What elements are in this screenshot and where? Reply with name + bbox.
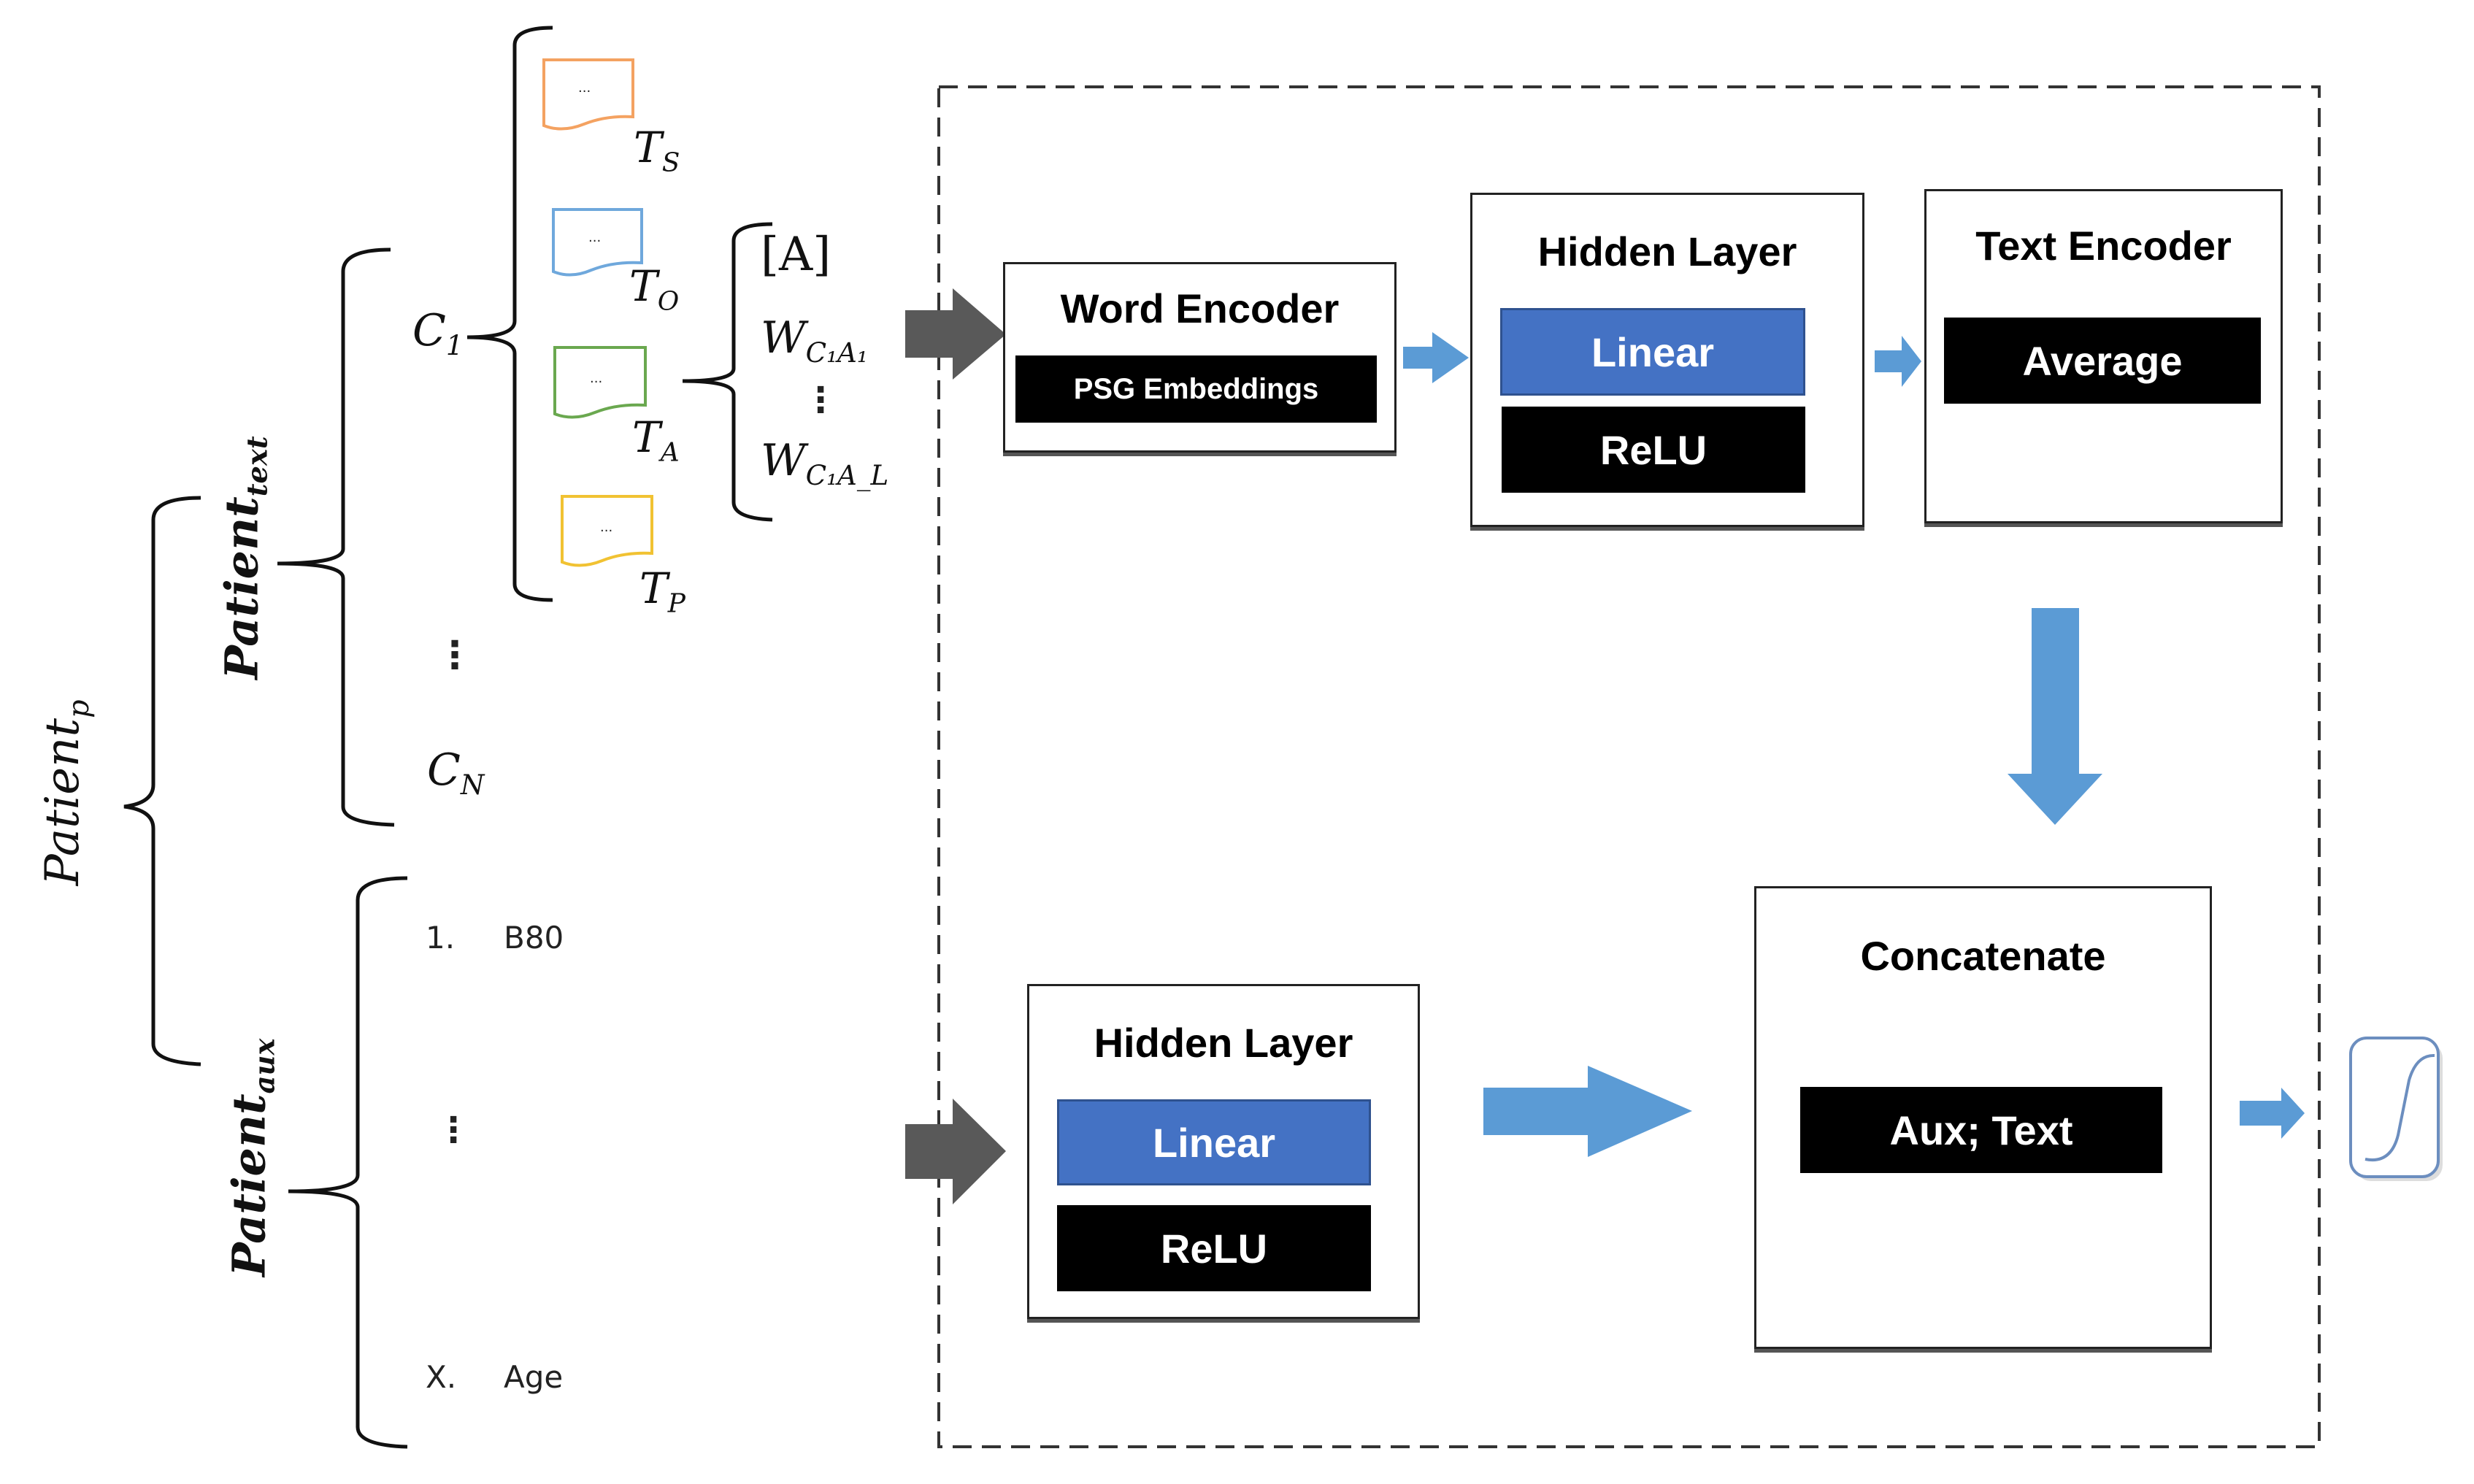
token-w1-sub: C₁A₁	[805, 337, 868, 369]
aux-text-label: Aux; Text	[1889, 1107, 2073, 1153]
token-wl-sub: C₁A_L	[805, 459, 889, 491]
token-brace	[682, 222, 773, 522]
patient-aux-label: Patientaux	[222, 1037, 281, 1278]
document-content-ts: ...	[578, 80, 591, 96]
hidden-layer-text-box: Hidden Layer Linear ReLU	[1470, 193, 1864, 527]
token-first: [A]	[761, 228, 831, 282]
patient-aux-sub: aux	[248, 1038, 282, 1094]
arrow-word-to-hidden	[1403, 332, 1469, 383]
arrow-concat-to-output	[2240, 1088, 2305, 1139]
word-encoder-title: Word Encoder	[1060, 285, 1340, 331]
text-encoder-box: Text Encoder Average	[1924, 189, 2283, 523]
document-label-tp: TP	[639, 564, 685, 619]
concept-first-label: C1	[412, 305, 464, 361]
document-icon-ta	[553, 346, 647, 419]
concept-last-sub: N	[460, 769, 485, 801]
hidden-layer-aux-box: Hidden Layer Linear ReLU	[1027, 984, 1420, 1319]
aux-item-index: 1.	[426, 920, 456, 956]
patient-aux-base: Patient	[222, 1093, 276, 1277]
concept-first-base: C	[412, 305, 446, 356]
concatenate-box: Concatenate Aux; Text	[1754, 886, 2212, 1349]
token-w1-base: W	[761, 312, 806, 364]
arrow-hidden-to-text-encoder	[1875, 336, 1921, 387]
patient-root-base: Patient	[36, 718, 91, 886]
document-label-to-base: T	[629, 261, 658, 311]
psg-embeddings-label: PSG Embeddings	[1073, 372, 1319, 405]
aux-text-block: Aux; Text	[1800, 1087, 2162, 1173]
patient-root-brace	[123, 496, 201, 1066]
document-label-ta: TA	[632, 412, 680, 468]
linear-label-text: Linear	[1591, 328, 1715, 375]
arrow-text-encoder-to-concat	[2008, 608, 2102, 825]
patient-text-base: Patient	[215, 496, 269, 680]
model-dashed-frame	[937, 85, 2321, 1448]
average-label: Average	[2022, 337, 2183, 384]
word-encoder-box: Word Encoder PSG Embeddings	[1003, 262, 1397, 453]
concept-first-sub: 1	[445, 329, 464, 361]
token-w1: WC₁A₁	[761, 312, 868, 369]
concept-brace	[466, 26, 553, 602]
aux-item-ellipsis: ⋮	[436, 1110, 471, 1150]
linear-label-aux: Linear	[1152, 1119, 1276, 1166]
document-label-tp-base: T	[639, 564, 668, 613]
text-encoder-title: Text Encoder	[1975, 223, 2232, 269]
patient-root-sub: p	[61, 699, 96, 718]
document-icon-ts	[542, 58, 634, 131]
hidden-layer-aux-title: Hidden Layer	[1094, 1020, 1353, 1066]
concept-last-base: C	[427, 745, 461, 796]
patient-text-sub: text	[241, 436, 274, 497]
hidden-layer-text-title: Hidden Layer	[1537, 228, 1797, 274]
document-label-tp-sub: P	[667, 588, 685, 619]
token-wl-base: W	[761, 435, 806, 486]
patient-text-brace	[277, 247, 395, 827]
patient-root-label: Patientp	[36, 698, 96, 888]
document-content-ta: ...	[590, 371, 603, 386]
aux-item-index: X.	[426, 1359, 457, 1395]
patient-text-label: Patienttext	[215, 436, 274, 680]
document-content-to: ...	[588, 230, 602, 245]
document-label-to: TO	[629, 261, 679, 317]
text-input-arrow	[905, 288, 1006, 380]
document-label-ts-sub: S	[661, 147, 680, 178]
document-icon-tp	[561, 495, 653, 567]
concatenate-title: Concatenate	[1860, 933, 2106, 979]
relu-block-aux: ReLU	[1057, 1205, 1371, 1291]
patient-aux-brace	[288, 876, 408, 1449]
linear-block-aux: Linear	[1057, 1099, 1371, 1185]
relu-label-aux: ReLU	[1160, 1225, 1268, 1272]
document-label-ts: TS	[634, 123, 680, 178]
token-ellipsis: ⋮	[803, 380, 838, 420]
arrow-aux-hidden-to-concat	[1483, 1066, 1692, 1157]
concept-ellipsis: ⋮	[436, 634, 474, 677]
document-icon-to	[552, 208, 643, 277]
sigmoid-icon	[2349, 1037, 2443, 1181]
token-wl: WC₁A_L	[761, 435, 888, 491]
document-label-ta-base: T	[632, 412, 661, 462]
relu-block-text: ReLU	[1502, 407, 1805, 493]
concept-last-label: CN	[427, 745, 484, 801]
document-label-to-sub: O	[657, 286, 680, 317]
aux-item-name: B80	[504, 920, 564, 956]
document-content-tp: ...	[600, 520, 613, 535]
aux-input-arrow	[905, 1099, 1006, 1204]
psg-embeddings-block: PSG Embeddings	[1015, 355, 1377, 423]
document-label-ta-sub: A	[660, 437, 680, 468]
document-label-ts-base: T	[634, 123, 662, 172]
linear-block-text: Linear	[1500, 308, 1805, 396]
aux-item-name: Age	[504, 1359, 564, 1395]
relu-label-text: ReLU	[1599, 426, 1707, 473]
average-block: Average	[1944, 318, 2261, 404]
